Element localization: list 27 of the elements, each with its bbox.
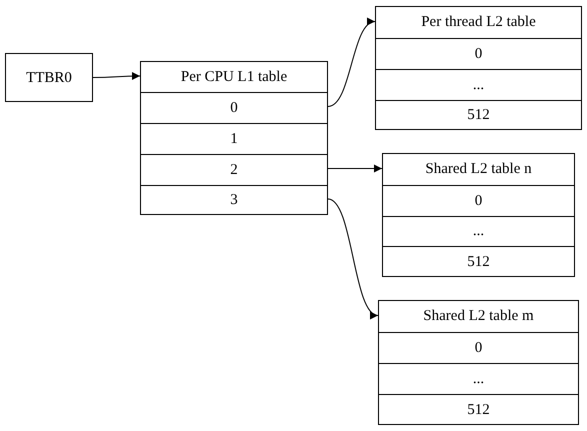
row-value: 512	[467, 254, 490, 270]
row-value: 1	[230, 130, 238, 148]
row-value: 0	[474, 192, 482, 210]
row-value: 0	[230, 100, 238, 116]
table-box	[382, 153, 575, 277]
row-value: ...	[472, 76, 484, 94]
row-value: ...	[472, 370, 484, 388]
row-value: 2	[230, 162, 238, 178]
arrow	[328, 164, 382, 172]
table-title: Per CPU L1 table	[180, 68, 288, 86]
register-box	[5, 53, 93, 102]
table-box	[375, 6, 582, 130]
row-value: 3	[230, 192, 238, 209]
table-box	[140, 61, 328, 215]
row-value: ...	[472, 223, 484, 240]
row-value: 0	[474, 46, 482, 62]
table-title: TTBR0	[25, 69, 73, 88]
table-title: Shared L2 table m	[422, 307, 535, 326]
row-value: 512	[467, 402, 490, 418]
row-value: 0	[474, 340, 482, 356]
row-value: 512	[467, 107, 490, 124]
arrow	[92, 72, 140, 80]
table-title: Per thread L2 table	[420, 13, 537, 32]
arrow	[328, 20, 376, 107]
arrow	[328, 198, 378, 316]
table-title: Shared L2 table n	[424, 160, 533, 179]
table-box	[378, 300, 579, 425]
